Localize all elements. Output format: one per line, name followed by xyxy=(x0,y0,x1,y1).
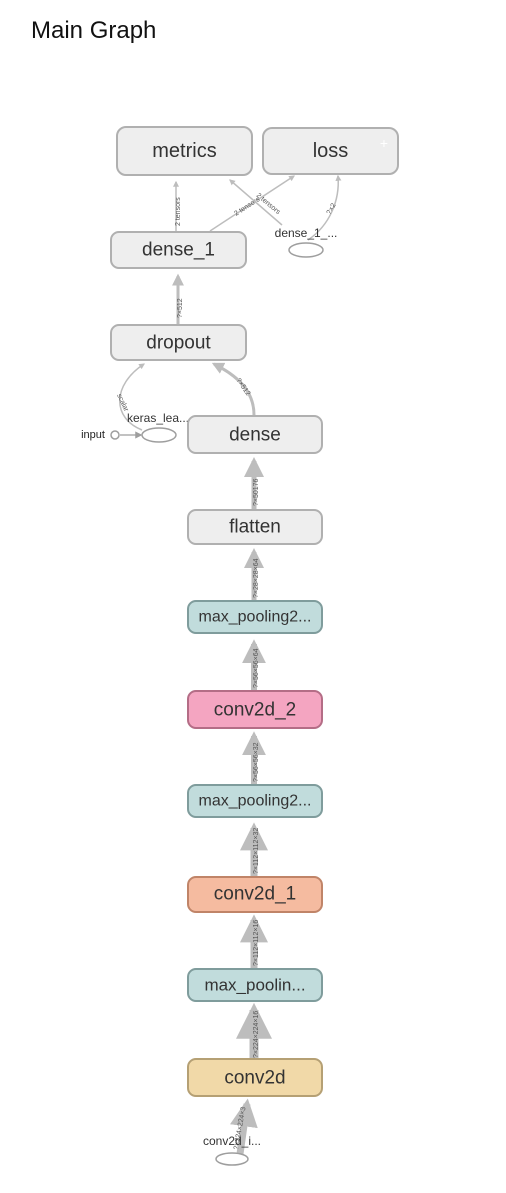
node-label: conv2d_i... xyxy=(203,1134,261,1148)
edge-label: ?×112×112×16 xyxy=(253,920,260,966)
node-label: conv2d_1 xyxy=(214,884,296,905)
edge-label: ?×512 xyxy=(234,377,251,397)
edge-label: ?×224×224×16 xyxy=(253,1011,260,1058)
edge-label: 2 tensors xyxy=(175,197,182,226)
node-label: conv2d xyxy=(224,1068,285,1089)
node-metrics[interactable]: metrics xyxy=(116,126,253,176)
node-max-pooling2d-2[interactable]: max_pooling2... xyxy=(187,600,323,634)
graph-edges: ?×224×224×3 ?×224×224×16 ?×112×112×16 ?×… xyxy=(115,174,342,1155)
placeholder-ellipse xyxy=(215,1152,249,1166)
node-dense-1[interactable]: dense_1 xyxy=(110,231,247,269)
edge-label: ?×512 xyxy=(177,298,184,318)
page-title: Main Graph xyxy=(31,17,157,44)
node-label: max_pooling2... xyxy=(199,609,312,626)
constant-ellipse xyxy=(288,242,324,258)
node-max-pooling2d-1[interactable]: max_pooling2... xyxy=(187,784,323,818)
edge-label: ?×56×56×32 xyxy=(253,742,260,782)
edge-flatten-dense: ?×50176 xyxy=(244,457,264,509)
edge-dense1-loss: 2 tensors xyxy=(209,175,296,232)
node-label: dense_1_... xyxy=(275,226,338,240)
node-label: dense_1 xyxy=(142,240,215,261)
edge-maxpool1-conv2d2: ?×56×56×32 xyxy=(242,731,266,784)
node-max-pooling2d[interactable]: max_poolin... xyxy=(187,968,323,1002)
edge-conv2d1-maxpool1: ?×112×112×32 xyxy=(240,822,268,876)
edge-label: ?×50176 xyxy=(253,478,260,506)
edge-maxpool-conv2d1: ?×112×112×16 xyxy=(240,914,268,968)
edge-dense-dropout: ?×512 xyxy=(211,362,256,416)
node-flatten[interactable]: flatten xyxy=(187,509,323,545)
placeholder-ellipse xyxy=(141,427,177,443)
edge-conv2d-maxpool: ?×224×224×16 xyxy=(236,1002,272,1058)
node-dropout[interactable]: dropout xyxy=(110,324,247,361)
edge-aux-metrics: 2 tensors xyxy=(229,179,283,226)
edge-conv2d2-maxpool2: ?×56×56×64 xyxy=(242,639,266,690)
edge-maxpool2-flatten: ?×28×28×64 xyxy=(244,548,264,600)
node-label: keras_lea... xyxy=(127,411,189,425)
node-input[interactable]: input xyxy=(81,429,120,441)
node-label: flatten xyxy=(229,517,281,538)
edge-dense1-metrics: 2 tensors xyxy=(173,180,182,231)
edge-label: ?×56×56×64 xyxy=(253,648,260,688)
edge-label: ?×112×112×32 xyxy=(253,828,260,874)
node-label: dense xyxy=(229,425,281,446)
node-label: loss xyxy=(313,140,349,162)
node-keras-learning[interactable]: keras_lea... xyxy=(127,411,189,443)
node-dense-1-aux[interactable]: dense_1_... xyxy=(275,226,338,258)
node-loss[interactable]: loss + xyxy=(262,127,399,175)
node-label: conv2d_2 xyxy=(214,700,296,721)
edge-label: ?×28×28×64 xyxy=(253,558,260,598)
node-conv2d-1[interactable]: conv2d_1 xyxy=(187,876,323,913)
node-conv2d-2[interactable]: conv2d_2 xyxy=(187,690,323,729)
node-conv2d-input[interactable]: conv2d_i... xyxy=(203,1134,261,1166)
node-dense[interactable]: dense xyxy=(187,415,323,454)
edge-dropout-dense1: ?×512 xyxy=(172,273,184,324)
node-conv2d[interactable]: conv2d xyxy=(187,1058,323,1097)
node-label: dropout xyxy=(146,333,211,354)
node-label: input xyxy=(81,429,105,441)
expand-plus-icon[interactable]: + xyxy=(380,135,388,151)
edge-label: ?×2 xyxy=(326,202,338,216)
input-port-icon xyxy=(110,430,120,440)
node-label: metrics xyxy=(152,140,216,162)
node-label: max_poolin... xyxy=(204,976,305,995)
node-label: max_pooling2... xyxy=(199,793,312,810)
